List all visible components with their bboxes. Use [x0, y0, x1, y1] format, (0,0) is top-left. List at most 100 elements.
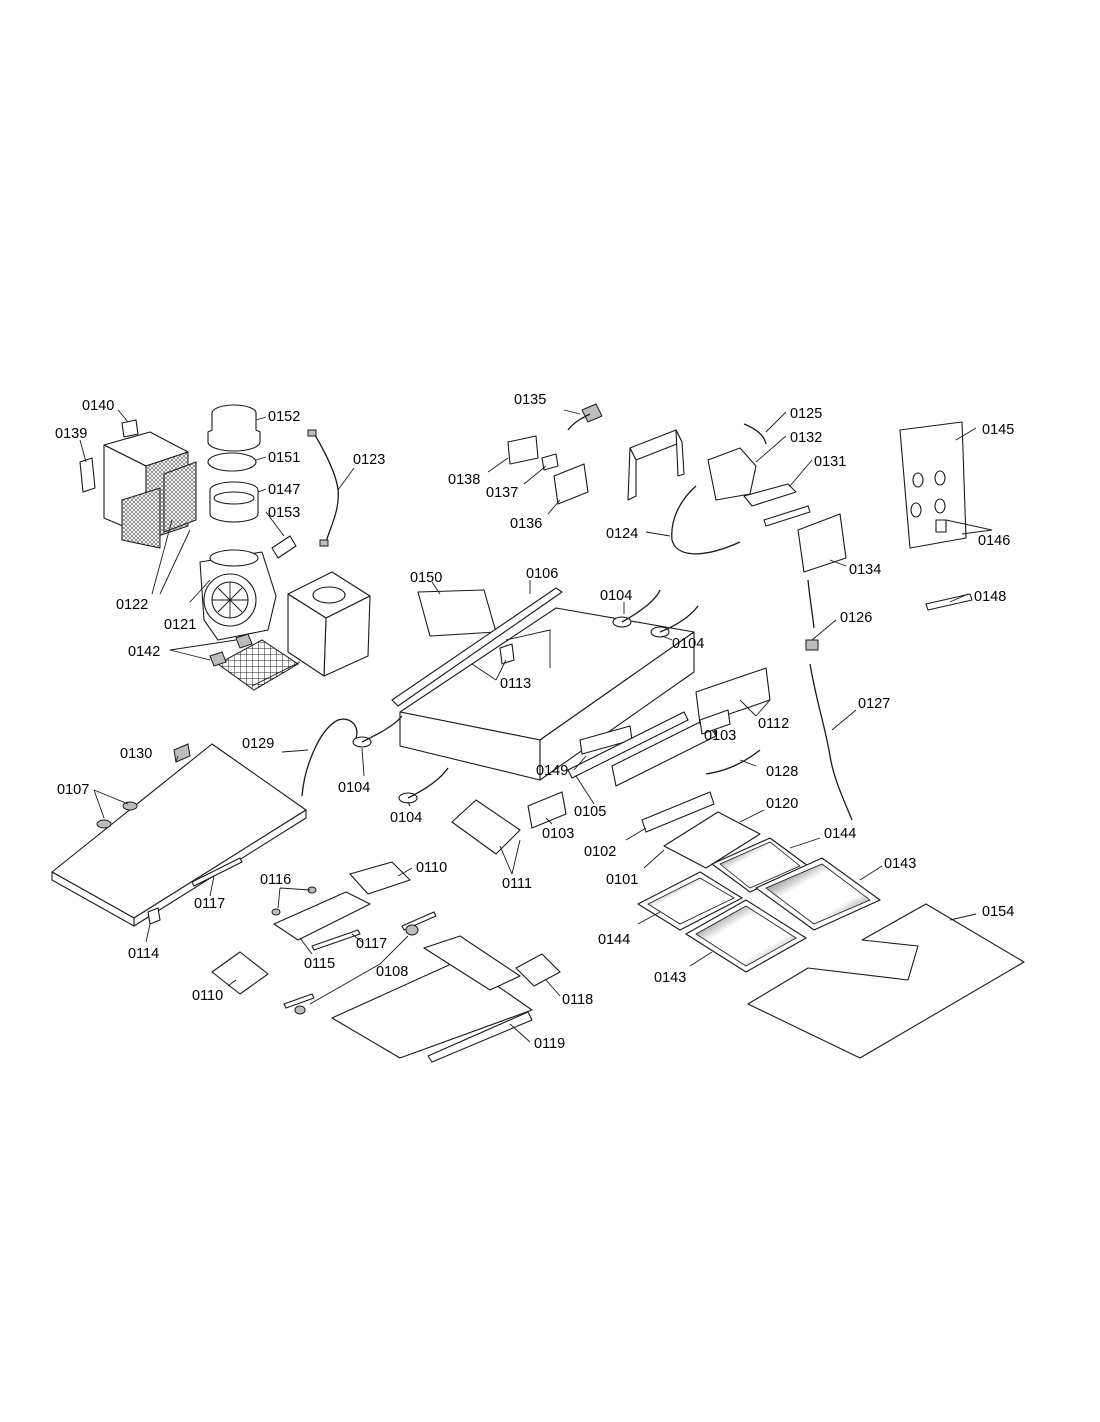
callout-0112: 0112 — [758, 716, 789, 732]
leader-0148 — [949, 593, 969, 603]
leader-0134 — [829, 559, 847, 567]
callout-0149: 0149 — [536, 763, 568, 779]
callout-0136: 0136 — [510, 516, 542, 532]
part-0142-clip-1 — [235, 633, 253, 649]
part-0122-mesh-panel — [121, 487, 161, 549]
callout-0124: 0124 — [606, 526, 638, 542]
leader-0115 — [299, 937, 313, 955]
callout-0111: 0111 — [502, 876, 532, 892]
leader-0117a — [209, 875, 215, 897]
part-0113-clip — [499, 643, 515, 665]
leader-0129 — [281, 749, 309, 753]
leader-0108 — [309, 935, 409, 1005]
leader-0127 — [831, 709, 857, 731]
part-0103-cover-a — [699, 709, 731, 735]
callout-0144a: 0144 — [824, 826, 856, 842]
callout-0154: 0154 — [982, 904, 1014, 920]
callout-0117b: 0117 — [356, 936, 387, 952]
part-0116-screw-b — [271, 908, 281, 916]
leader-0143a — [859, 865, 883, 881]
leader-0101 — [643, 849, 665, 869]
part-0117-strip-a — [191, 857, 243, 887]
callout-0103b: 0103 — [542, 826, 574, 842]
part-0145-hole-4 — [934, 498, 946, 514]
callout-0130: 0130 — [120, 746, 152, 762]
part-0104-wire-d — [407, 767, 449, 799]
leader-0110b — [227, 979, 237, 987]
callout-0145: 0145 — [982, 422, 1014, 438]
callout-labels: 0140 0139 0152 0151 0147 0153 0123 0122 … — [55, 392, 1014, 1052]
leader-0102 — [625, 827, 647, 841]
part-0146-bracket — [935, 519, 947, 533]
callout-0129: 0129 — [242, 736, 274, 752]
callout-0147: 0147 — [268, 482, 300, 498]
callout-0127: 0127 — [858, 696, 890, 712]
callout-0137: 0137 — [486, 485, 518, 501]
part-0134-cover — [797, 513, 847, 573]
leader-0149 — [573, 755, 587, 771]
leader-0104c — [361, 747, 365, 777]
leader-0124 — [645, 531, 671, 537]
part-0108-rod-b — [283, 993, 315, 1009]
part-0145-hole-2 — [934, 470, 946, 486]
callout-0123: 0123 — [353, 452, 385, 468]
leader-0139 — [79, 439, 87, 463]
part-0117-strip-b — [311, 929, 361, 951]
part-0144-filter-a-media — [719, 841, 801, 889]
part-0114-clip — [147, 907, 161, 925]
leader-0104d — [407, 801, 411, 807]
leader-0147 — [257, 488, 267, 493]
callout-0146: 0146 — [978, 533, 1010, 549]
callout-0117a: 0117 — [194, 896, 225, 912]
callout-0143b: 0143 — [654, 970, 686, 986]
callout-0108: 0108 — [376, 964, 408, 980]
callout-0104a: 0104 — [600, 588, 632, 604]
back-panel-group — [899, 421, 973, 611]
callout-0101: 0101 — [606, 872, 638, 888]
leader-0113 — [471, 659, 507, 681]
callout-0103a: 0103 — [704, 728, 736, 744]
callout-0131: 0131 — [814, 454, 846, 470]
leader-0112 — [739, 699, 771, 717]
part-0145-hole-1 — [912, 472, 924, 488]
part-0106-strip — [391, 587, 563, 707]
callout-0102: 0102 — [584, 844, 616, 860]
leader-0151 — [255, 456, 267, 461]
leader-0135 — [563, 409, 581, 415]
leader-0121 — [189, 579, 211, 603]
callout-0153: 0153 — [268, 505, 300, 521]
part-0145-hole-3 — [910, 502, 922, 518]
part-0102-switch-plate — [641, 791, 715, 833]
part-0104-wire-a — [621, 589, 661, 623]
part-0119-rail — [427, 1011, 533, 1063]
leader-0137 — [523, 465, 547, 485]
leader-0126 — [811, 619, 837, 641]
part-0122-mesh-panel-2 — [163, 461, 197, 533]
part-0126-socket — [805, 639, 819, 651]
part-0107-grommet-a — [96, 819, 112, 829]
part-0130-clip — [173, 743, 191, 763]
part-0103-cover-b — [527, 791, 567, 829]
part-0147-collar-inner — [213, 491, 255, 505]
leader-0143b — [689, 951, 713, 967]
part-0107-grommet-b — [122, 801, 138, 811]
part-0124-bracket-top — [629, 429, 683, 461]
hood-body-group — [352, 587, 771, 869]
leader-0136 — [547, 499, 561, 515]
leader-0152 — [255, 416, 267, 421]
part-0153-capacitor — [271, 535, 297, 559]
part-hood-cutout — [505, 629, 551, 668]
callout-0107: 0107 — [57, 782, 89, 798]
leader-0144a — [789, 837, 821, 849]
leader-0116 — [277, 887, 311, 909]
callout-0110b: 0110 — [192, 988, 223, 1004]
part-0124-bracket-leg-a — [627, 447, 637, 501]
filter-group — [637, 837, 1025, 1059]
part-0111-bracket — [451, 799, 521, 855]
callout-0150: 0150 — [410, 570, 442, 586]
callout-0115: 0115 — [304, 956, 335, 972]
part-motor-box-front — [287, 593, 327, 677]
callout-0135: 0135 — [514, 392, 546, 408]
callout-0104c: 0104 — [338, 780, 370, 796]
